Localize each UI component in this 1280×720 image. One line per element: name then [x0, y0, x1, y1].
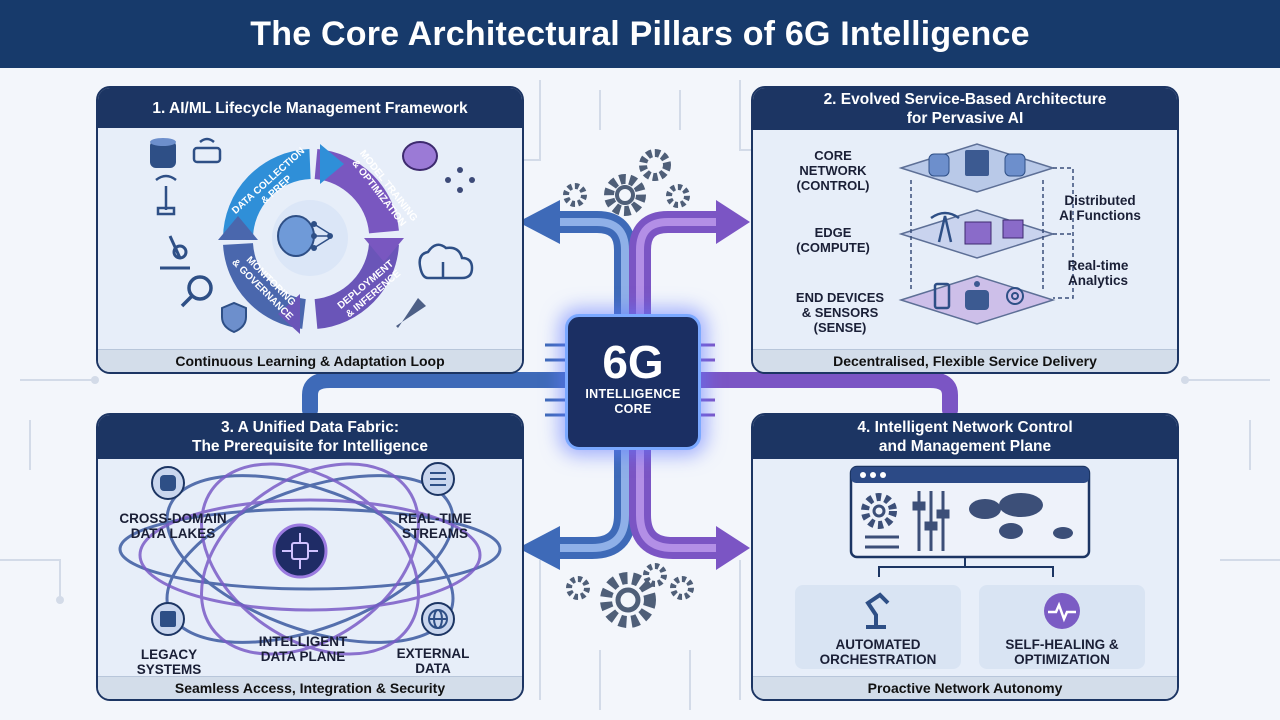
microscope-icon [160, 235, 190, 270]
database-icon [150, 138, 176, 168]
pulse-heart-icon [1044, 593, 1080, 629]
card-self-healing: SELF-HEALING &OPTIMIZATION [979, 585, 1145, 669]
panel4-title-line2: and Management Plane [878, 438, 1052, 455]
core-label: 6G [602, 336, 664, 388]
page-title: The Core Architectural Pillars of 6G Int… [250, 14, 1030, 53]
panel3-title-line2: The Prerequisite for Intelligence [191, 438, 428, 455]
gear-icon [861, 493, 897, 529]
stream-icon [430, 472, 446, 486]
dashboard-illustration [849, 465, 1091, 577]
panel1-footer: Continuous Learning & Adaptation Loop [98, 349, 522, 372]
panel3-title-line1: 3. A Unified Data Fabric: [221, 419, 399, 436]
sensor-icon [1006, 287, 1024, 305]
cell-tower-icon [930, 211, 960, 243]
panel-network-control: 4. Intelligent Network Control and Manag… [751, 413, 1179, 701]
panel1-title: 1. AI/ML Lifecycle Management Framework [152, 99, 468, 117]
robot-icon [965, 281, 989, 310]
self-healing-label: SELF-HEALING &OPTIMIZATION [1005, 637, 1119, 667]
panel3-footer: Seamless Access, Integration & Security [98, 676, 522, 699]
database-icon [928, 153, 1026, 177]
panel2-title-line1: 2. Evolved Service-Based Architecture [823, 91, 1107, 108]
panel2-title-line2: for Pervasive AI [906, 110, 1024, 127]
world-map-icon [969, 493, 1073, 539]
panel-service-architecture: 2. Evolved Service-Based Architecture fo… [751, 86, 1179, 374]
data-fabric-diagram [118, 462, 502, 656]
panel3-header: 3. A Unified Data Fabric: The Prerequisi… [98, 415, 522, 459]
background-circuit [0, 80, 1280, 710]
panel2-header: 2. Evolved Service-Based Architecture fo… [753, 88, 1177, 130]
server-icon [965, 150, 989, 176]
core-sub-line2: CORE [614, 402, 652, 416]
brain-icon [402, 141, 438, 171]
legacy-server-icon [160, 611, 176, 627]
robot-arm-icon [865, 592, 890, 629]
cloud-upload-icon [418, 243, 474, 280]
router-icon [192, 137, 222, 164]
rocket-icon [396, 298, 426, 328]
database-icon [160, 475, 176, 491]
data-hub-icon [282, 533, 318, 569]
slider-controls-icon [865, 491, 950, 551]
layer-edge: EDGE(COMPUTE) [796, 225, 870, 255]
layer-end-devices: END DEVICES& SENSORS(SENSE) [795, 290, 885, 335]
panel-data-fabric: 3. A Unified Data Fabric: The Prerequisi… [96, 413, 524, 701]
panel1-header: 1. AI/ML Lifecycle Management Framework [98, 88, 522, 128]
panel2-footer: Decentralised, Flexible Service Delivery [753, 349, 1177, 372]
panel4-header: 4. Intelligent Network Control and Manag… [753, 415, 1177, 459]
compute-box-icon [964, 219, 1024, 245]
panel4-title-line1: 4. Intelligent Network Control [857, 419, 1073, 436]
core-sub-line1: INTELLIGENCE [585, 387, 681, 401]
magnifier-icon [180, 275, 213, 308]
panel4-footer: Proactive Network Autonomy [753, 676, 1177, 699]
lifecycle-loop-diagram [150, 137, 475, 334]
panel-ai-ml-lifecycle: 1. AI/ML Lifecycle Management Framework [96, 86, 524, 374]
title-bar: The Core Architectural Pillars of 6G Int… [0, 0, 1280, 68]
shield-icon [221, 301, 247, 334]
neural-network-icon [445, 167, 475, 193]
antenna-icon [155, 174, 177, 216]
globe-icon [428, 609, 448, 629]
intelligence-core-chip: 6G INTELLIGENCE CORE [565, 314, 701, 450]
phone-icon [933, 282, 951, 310]
layered-architecture-diagram [898, 143, 1074, 325]
